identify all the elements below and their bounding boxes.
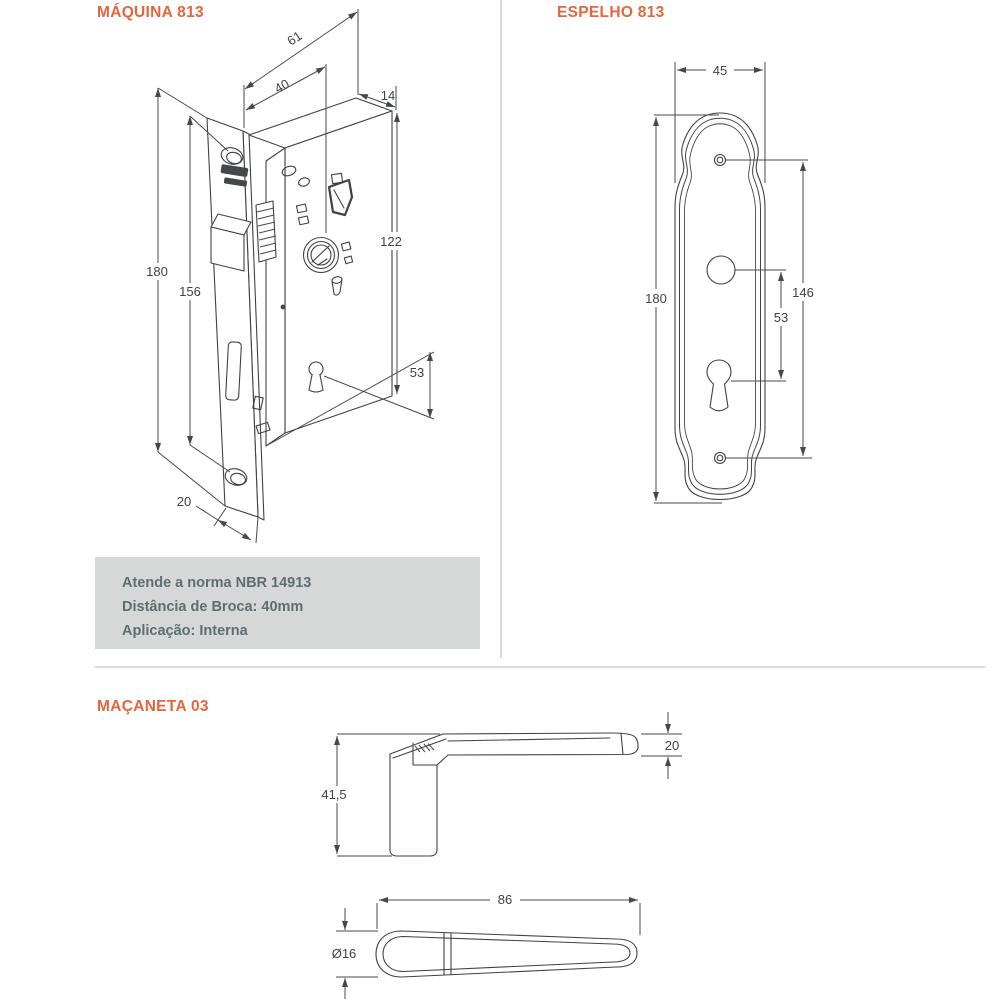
dim-41_5-label: 41,5 [321,787,346,802]
machine-section-title: MÁQUINA 813 [97,4,204,21]
dim-180-label: 180 [146,264,168,279]
body-hole [298,177,310,187]
dim-16-label: Ø16 [332,946,357,961]
lever-top-silhouette [375,930,638,978]
machine-notes-box: Atende a norma NBR 14913 Distância de Br… [95,557,480,649]
espelho-section-title: ESPELHO 813 [557,4,665,21]
screw-hole-top [220,147,244,165]
note-line: Distância de Broca: 40mm [122,599,304,615]
screw-hole-bottom [713,451,727,465]
dim-61-label: 61 [284,28,304,49]
dim-20-label: 20 [177,494,191,509]
dim-20-label: 20 [665,738,679,753]
dim-45-label: 45 [713,63,727,78]
hub-pin [331,276,343,296]
screw-hole-top [713,153,727,167]
brand-stamp [220,164,249,187]
lever-side-silhouette [389,732,639,857]
espelho-keyhole [706,359,732,412]
dim-53-label: 53 [410,365,424,380]
dim-146-label: 146 [792,285,814,300]
spindle-hub [302,236,340,274]
macaneta-section-title: MAÇANETA 03 [97,698,209,715]
faceplate [206,117,265,521]
lock-internals [252,165,354,435]
latch-reverser [327,172,354,217]
side-dimensions: 41,5 20 [316,712,682,857]
deadbolt-slot [225,341,242,401]
espelho-dimensions: 45 180 146 53 [641,61,820,504]
dim-156-label: 156 [179,284,201,299]
latch-bolt [210,213,252,272]
machine-dimensions: 180 156 61 40 14 122 53 20 [142,9,435,544]
handle-top-view: 86 Ø16 [332,891,641,999]
machine-drawing: 180 156 61 40 14 122 53 20 [142,9,435,544]
dim-122-label: 122 [380,234,402,249]
handle-side-view: 41,5 20 [316,712,682,857]
lock-body [248,97,393,447]
latch-spring [255,200,277,263]
espelho-drawing: 45 180 146 53 [641,61,820,504]
top-dimensions: 86 Ø16 [332,891,641,999]
escutcheon-plate [674,112,766,500]
vertical-section-divider [500,0,502,658]
screw-hole-bottom [224,468,248,486]
dim-53-label: 53 [774,310,788,325]
body-hole [281,165,297,177]
dim-14-label: 14 [381,88,395,103]
note-line: Aplicação: Interna [122,623,248,639]
machine-keyhole [308,361,324,393]
dim-86-label: 86 [498,892,512,907]
neck-notch [412,742,438,766]
dim-40-label: 40 [272,76,292,96]
dim-180-label: 180 [645,291,667,306]
horizontal-section-divider [95,666,985,668]
note-line: Atende a norma NBR 14913 [122,575,312,591]
